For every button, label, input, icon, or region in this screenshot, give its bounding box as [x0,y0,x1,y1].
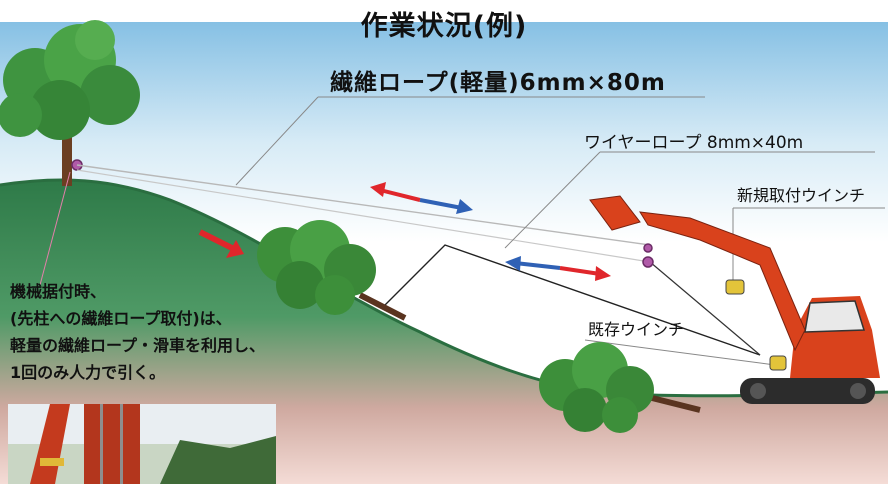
existing-winch-label: 既存ウインチ [588,320,685,339]
note-line: (先柱への繊維ロープ取付)は、 [10,309,232,328]
felled-tree-icon [539,342,701,433]
site-photo-inset [8,404,276,484]
leader-line-fiber [235,96,319,186]
leader-line-existing-winch [584,339,776,366]
pulley-boom-icon [642,256,654,268]
fiber-rope-line-lower [76,169,651,263]
installation-note: 機械据付時、 (先柱への繊維ロープ取付)は、 軽量の繊維ロープ・滑車を利用し、 … [10,278,265,386]
double-arrow-lower-icon [505,256,611,281]
felled-tree-icon [257,220,407,321]
page-title: 作業状況(例) [360,11,528,42]
double-arrow-upper-icon [370,182,473,214]
wire-rope-line [384,244,761,356]
new-winch-icon [725,279,745,295]
hill-edge-line [0,178,888,398]
anchor-tree-icon [0,20,140,186]
fiber-rope-label: 繊維ロープ(軽量)6mm×80m [330,70,666,96]
wire-rope-label: ワイヤーロープ 8mm×40m [584,133,804,153]
new-winch-label: 新規取付ウインチ [737,186,866,205]
note-line: 1回のみ人力で引く。 [10,363,166,382]
note-line: 軽量の繊維ロープ・滑車を利用し、 [10,336,266,355]
leader-line-wire [504,151,601,249]
leader-line-note [39,171,71,286]
note-line: 機械据付時、 [10,282,107,301]
existing-winch-icon [769,355,787,371]
fiber-rope-line [76,164,651,246]
pulley-boom-upper-icon [643,243,653,253]
slope-direction-arrow-icon [198,229,244,258]
excavator-icon [589,195,880,404]
wire-rope-winch-line [649,261,761,356]
